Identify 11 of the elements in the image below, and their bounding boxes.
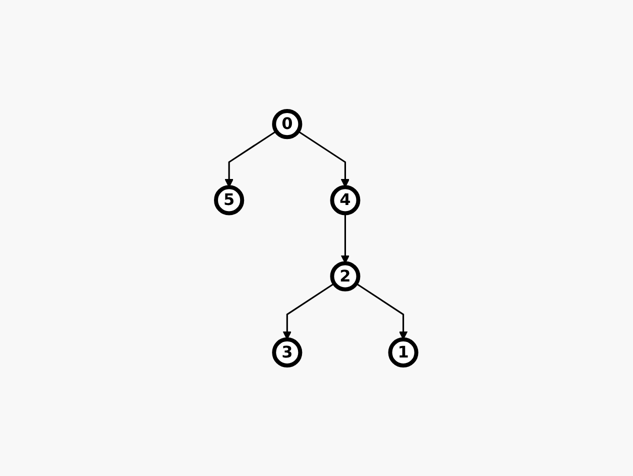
arrow (341, 213, 350, 264)
arrow (298, 130, 350, 188)
node-circle: 1 (388, 337, 419, 368)
node-circle: 2 (330, 261, 361, 292)
node-circle: 4 (330, 184, 361, 215)
arrow (283, 282, 336, 340)
node-circle: 3 (272, 337, 303, 368)
node-circle: 0 (272, 108, 303, 139)
arrow (225, 130, 277, 188)
node-circle: 5 (214, 184, 244, 215)
arrow (356, 282, 408, 340)
